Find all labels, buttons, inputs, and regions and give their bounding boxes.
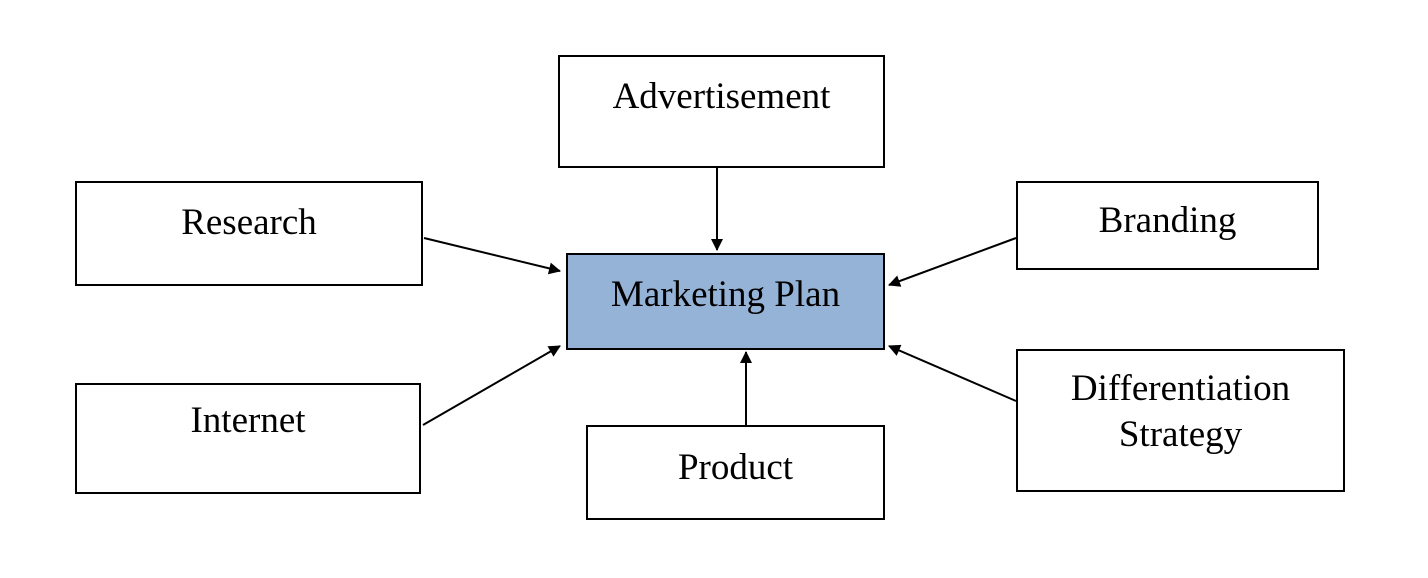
- node-branding-label: Branding: [1098, 200, 1237, 241]
- node-differentiation-strategy: Differentiation Strategy: [1016, 349, 1345, 492]
- node-internet: Internet: [75, 383, 421, 494]
- arrow-research-to-marketing-plan: [423, 237, 561, 275]
- node-advertisement-label: Advertisement: [612, 76, 831, 117]
- node-product-label: Product: [677, 447, 794, 488]
- node-marketing-plan-label: Marketing Plan: [610, 274, 841, 315]
- node-marketing-plan: Marketing Plan: [566, 253, 885, 350]
- arrow-branding-to-marketing-plan: [888, 237, 1017, 287]
- node-branding: Branding: [1016, 181, 1319, 270]
- node-research: Research: [75, 181, 423, 286]
- node-advertisement: Advertisement: [558, 55, 885, 168]
- node-differentiation-label-line2: Strategy: [1118, 414, 1243, 455]
- arrow-differentiation-to-marketing-plan: [888, 344, 1017, 402]
- node-differentiation-label-line1: Differentiation: [1070, 368, 1291, 409]
- arrow-internet-to-marketing-plan: [422, 345, 561, 426]
- node-internet-label: Internet: [190, 400, 306, 441]
- node-product: Product: [586, 425, 885, 520]
- node-research-label: Research: [181, 202, 317, 243]
